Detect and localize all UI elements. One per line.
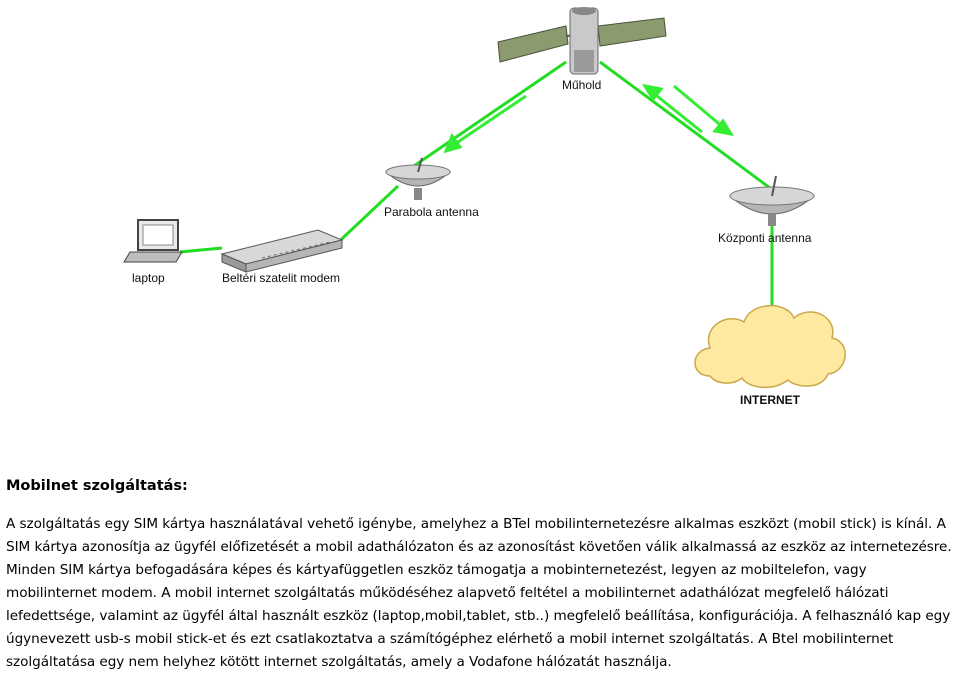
satellite-label: Műhold (562, 78, 601, 92)
downlink-arrow-down (673, 84, 735, 137)
link-antenna-satellite (407, 60, 567, 172)
central-antenna-label: Központi antenna (718, 231, 812, 245)
section-heading: Mobilnet szolgáltatás: (6, 478, 188, 494)
downlink-arrow-up (641, 83, 703, 134)
laptop-icon (123, 219, 183, 263)
internet-cloud-icon (694, 304, 846, 389)
network-diagram: Műhold Parabola antenna Központi antenna… (123, 7, 846, 407)
link-laptop-modem (179, 246, 223, 254)
laptop-label: laptop (132, 271, 165, 285)
link-satellite-central (599, 60, 771, 190)
modem-icon (220, 229, 344, 273)
parabola-antenna-label: Parabola antenna (384, 205, 479, 219)
uplink-arrow (443, 94, 527, 154)
internet-label: INTERNET (740, 393, 801, 407)
modem-label: Beltéri szatelit modem (222, 271, 340, 285)
central-antenna-icon (728, 175, 816, 226)
satellite-icon (497, 7, 667, 75)
body-paragraph: A szolgáltatás egy SIM kártya használatá… (6, 516, 952, 670)
parabola-antenna-icon (384, 157, 452, 200)
